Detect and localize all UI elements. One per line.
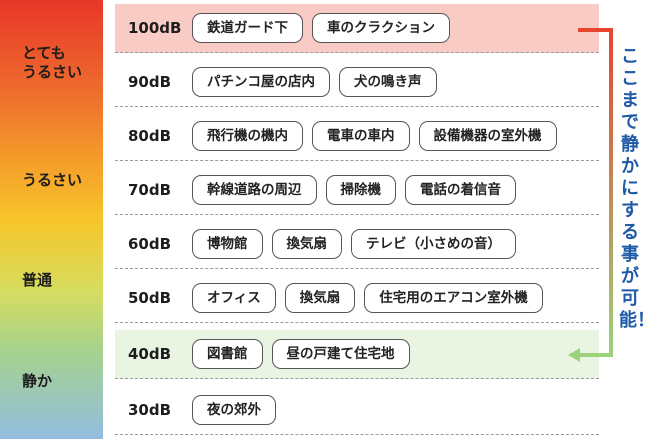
example-tags: 幹線道路の周辺 掃除機 電話の着信音: [192, 175, 516, 205]
scale-label-very-loud-line1: とても: [22, 44, 66, 62]
example-tags: 飛行機の機内 電車の車内 設備機器の室外機: [192, 121, 557, 151]
noise-scale-gradient-bar: とても うるさい うるさい 普通 静か: [0, 0, 103, 439]
example-tag: 幹線道路の周辺: [192, 175, 317, 205]
row-40db: 40dB 図書館 昼の戸建て住宅地: [115, 330, 599, 379]
db-level: 60dB: [128, 235, 172, 253]
reduction-arrow-icon: [568, 28, 613, 362]
example-tag: 鉄道ガード下: [192, 13, 303, 43]
row-90db: 90dB パチンコ屋の店内 犬の鳴き声: [115, 58, 599, 107]
db-level: 30dB: [128, 401, 172, 419]
example-tag: 車のクラクション: [312, 13, 450, 43]
example-tag: オフィス: [192, 283, 276, 313]
side-note-vertical-text: ここまで静かにする事が可能！: [619, 46, 646, 331]
scale-label-normal: 普通: [22, 271, 53, 289]
row-30db: 30dB 夜の郊外: [115, 386, 599, 435]
db-level: 50dB: [128, 289, 172, 307]
db-level: 70dB: [128, 181, 172, 199]
row-80db: 80dB 飛行機の機内 電車の車内 設備機器の室外機: [115, 112, 599, 161]
example-tags: オフィス 換気扇 住宅用のエアコン室外機: [192, 283, 543, 313]
example-tags: 鉄道ガード下 車のクラクション: [192, 13, 450, 43]
db-level: 40dB: [128, 345, 172, 363]
example-tag: 住宅用のエアコン室外機: [364, 283, 543, 313]
example-tag: 図書館: [192, 339, 263, 369]
example-tag: 電話の着信音: [405, 175, 516, 205]
scale-label-very-loud-line2: うるさい: [22, 63, 83, 81]
example-tags: 図書館 昼の戸建て住宅地: [192, 339, 410, 369]
db-level: 100dB: [128, 19, 182, 37]
example-tag: 昼の戸建て住宅地: [271, 339, 410, 369]
example-tag: 夜の郊外: [192, 395, 276, 425]
example-tag: 犬の鳴き声: [339, 67, 437, 97]
example-tag: 掃除機: [325, 175, 396, 205]
scale-label-loud: うるさい: [22, 171, 83, 189]
scale-label-quiet: 静か: [22, 372, 53, 390]
row-70db: 70dB 幹線道路の周辺 掃除機 電話の着信音: [115, 166, 599, 215]
db-level: 80dB: [128, 127, 172, 145]
db-level: 90dB: [128, 73, 172, 91]
row-60db: 60dB 博物館 換気扇 テレビ（小さめの音）: [115, 220, 599, 269]
row-100db: 100dB 鉄道ガード下 車のクラクション: [115, 4, 599, 53]
example-tag: 博物館: [192, 229, 263, 259]
example-tag: 換気扇: [284, 283, 356, 313]
example-tag: 飛行機の機内: [192, 121, 303, 151]
example-tags: 夜の郊外: [192, 395, 276, 425]
example-tags: パチンコ屋の店内 犬の鳴き声: [192, 67, 437, 97]
example-tag: パチンコ屋の店内: [192, 67, 330, 97]
row-50db: 50dB オフィス 換気扇 住宅用のエアコン室外機: [115, 274, 599, 323]
example-tags: 博物館 換気扇 テレビ（小さめの音）: [192, 229, 516, 259]
example-tag: 電車の車内: [312, 121, 410, 151]
example-tag: 換気扇: [271, 229, 342, 259]
example-tag: テレビ（小さめの音）: [351, 229, 516, 259]
example-tag: 設備機器の室外機: [418, 121, 557, 151]
scale-label-very-loud: とても うるさい: [0, 44, 103, 82]
